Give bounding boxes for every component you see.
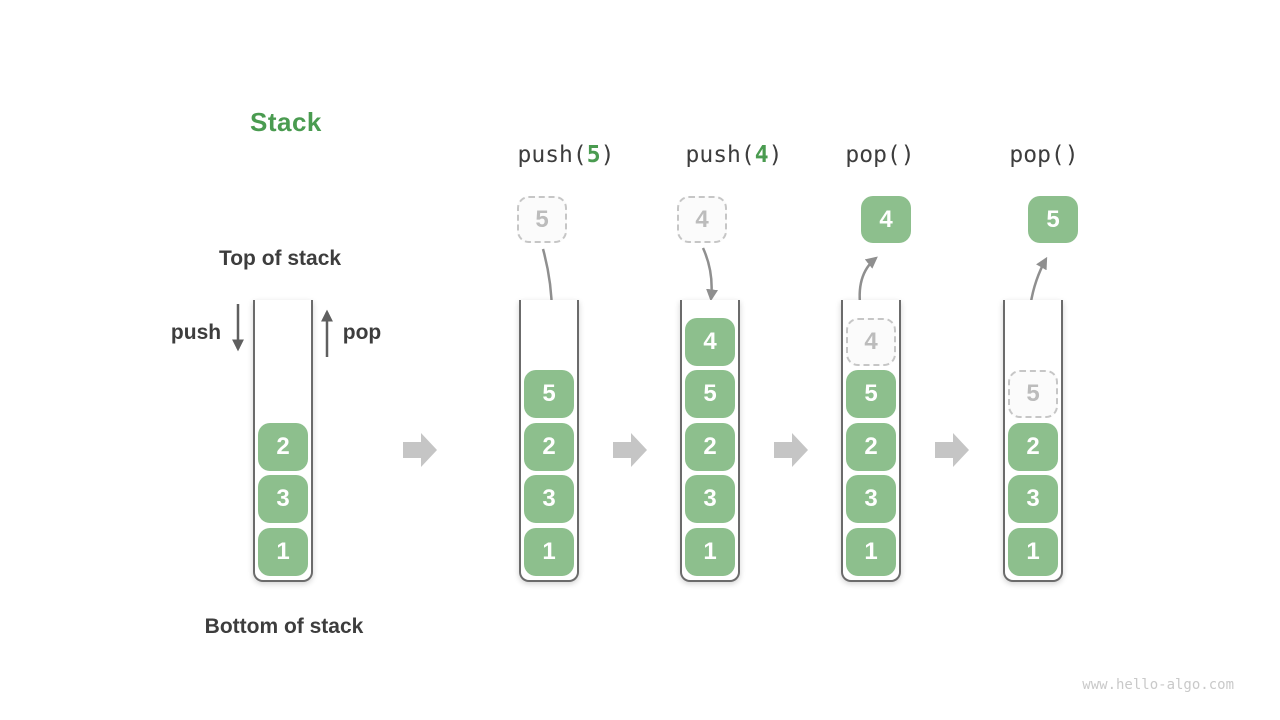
op-label-push-5: push(5) <box>518 142 615 168</box>
stack-cell: 1 <box>1008 528 1058 576</box>
transition-arrow-icon <box>613 433 647 467</box>
stack-cell: 1 <box>685 528 735 576</box>
op-label-pop-2: pop() <box>1009 142 1078 168</box>
op-text: push( <box>685 142 755 168</box>
stack-cell: 2 <box>685 423 735 471</box>
stack-cell: 1 <box>258 528 308 576</box>
stack-cell-removed: 4 <box>846 318 896 366</box>
bottom-of-stack-label: Bottom of stack <box>204 615 364 638</box>
watermark: www.hello-algo.com <box>1082 677 1234 693</box>
stack-cell: 3 <box>258 475 308 523</box>
stack-cell: 1 <box>846 528 896 576</box>
stack-cell: 2 <box>846 423 896 471</box>
stack-container-pop-2: 5 2 3 1 <box>1003 300 1063 582</box>
stack-cell: 2 <box>524 423 574 471</box>
stack-cell: 3 <box>685 475 735 523</box>
stack-container-push-5: 5 2 3 1 <box>519 300 579 582</box>
push-label: push <box>170 321 222 344</box>
floating-box-push-4: 4 <box>677 196 727 243</box>
stack-container-push-4: 4 5 2 3 1 <box>680 300 740 582</box>
push4-flow-arrow-icon <box>701 247 719 302</box>
stack-cell: 3 <box>524 475 574 523</box>
top-of-stack-label: Top of stack <box>218 247 342 270</box>
floating-box-popped-4: 4 <box>861 196 911 243</box>
stack-cell: 4 <box>685 318 735 366</box>
op-text: ) <box>900 142 915 168</box>
stack-cell: 5 <box>524 370 574 418</box>
stack-cell: 3 <box>1008 475 1058 523</box>
op-operand: 5 <box>586 142 601 168</box>
floating-box-popped-5: 5 <box>1028 196 1078 243</box>
pop-label: pop <box>342 321 382 344</box>
stack-cell: 2 <box>258 423 308 471</box>
stack-cell: 5 <box>685 370 735 418</box>
op-text: pop( <box>845 142 901 168</box>
op-label-push-4: push(4) <box>686 142 783 168</box>
op-label-pop-1: pop() <box>845 142 914 168</box>
transition-arrow-icon <box>935 433 969 467</box>
stack-cell: 3 <box>846 475 896 523</box>
stack-cell: 1 <box>524 528 574 576</box>
stack-cell: 2 <box>1008 423 1058 471</box>
op-text: pop( <box>1009 142 1065 168</box>
stack-cell-removed: 5 <box>1008 370 1058 418</box>
op-text: ) <box>600 142 615 168</box>
transition-arrow-icon <box>774 433 808 467</box>
op-text: ) <box>768 142 783 168</box>
op-text: ) <box>1064 142 1079 168</box>
stack-cell: 5 <box>846 370 896 418</box>
op-text: push( <box>517 142 587 168</box>
diagram-title: Stack <box>250 107 322 137</box>
transition-arrow-icon <box>403 433 437 467</box>
stack-container-initial: 2 3 1 <box>253 300 313 582</box>
op-operand: 4 <box>754 142 769 168</box>
stack-container-pop-1: 4 5 2 3 1 <box>841 300 901 582</box>
floating-box-push-5: 5 <box>517 196 567 243</box>
